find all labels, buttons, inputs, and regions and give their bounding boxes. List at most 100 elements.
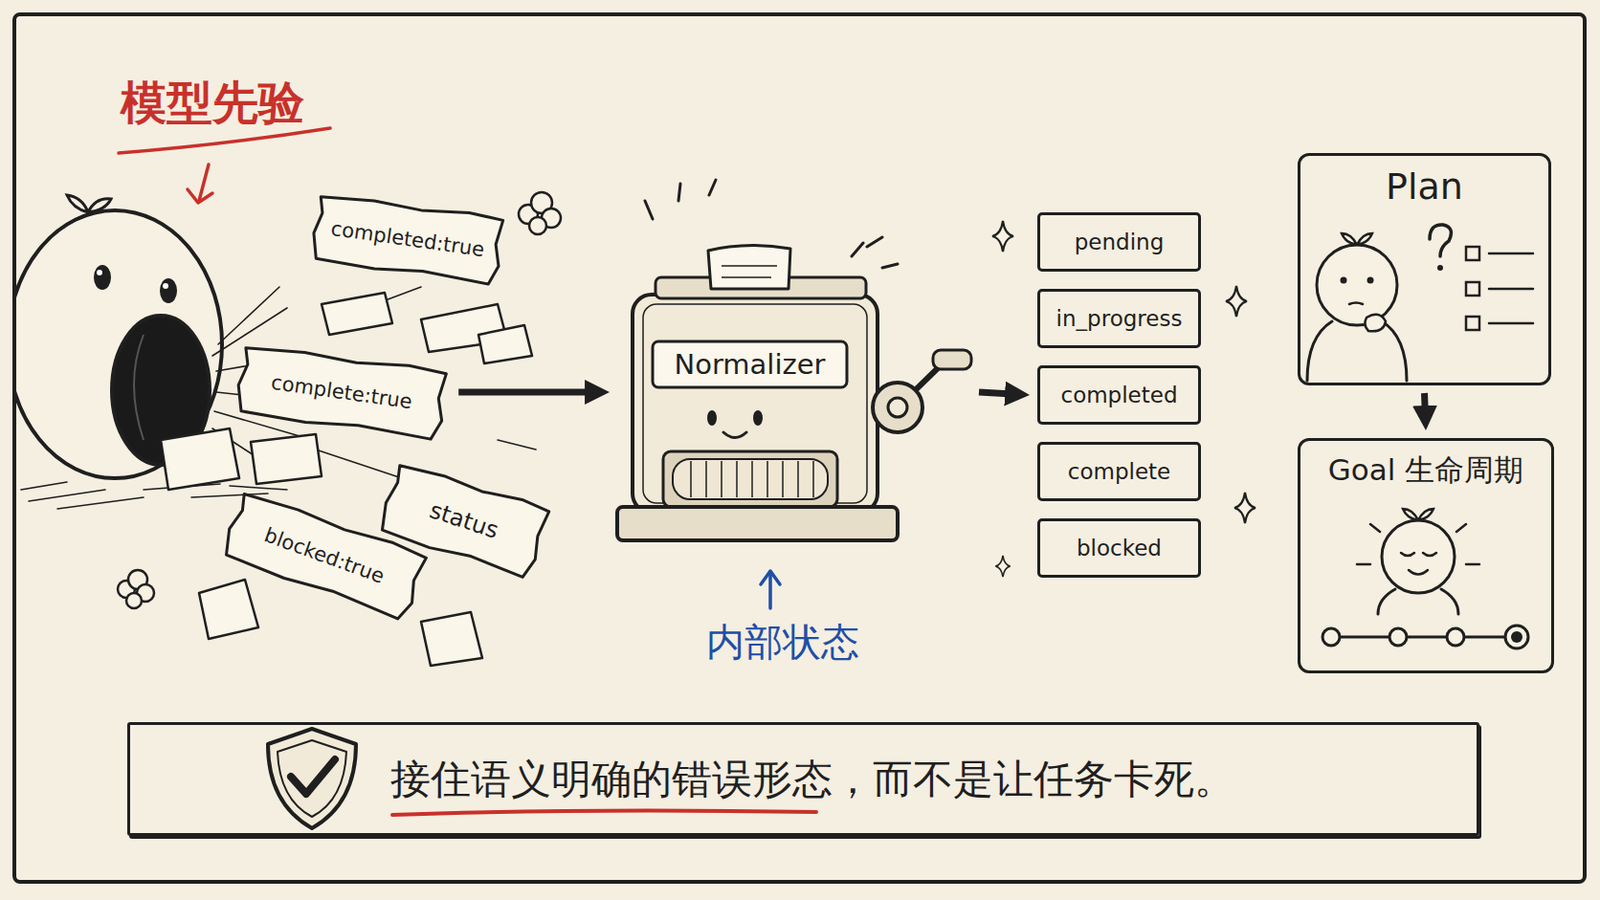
lifecycle-timeline-part xyxy=(1511,631,1523,644)
content-character-part xyxy=(1441,589,1459,615)
normalizer-machine-part xyxy=(690,461,814,498)
ground-hatching-part xyxy=(28,489,106,502)
sparkle-part xyxy=(995,555,1010,578)
state-label: 内部状态 xyxy=(706,616,860,669)
paper-scraps-part xyxy=(421,612,483,667)
machine-text: Normalizer xyxy=(652,341,847,388)
checklist-part xyxy=(1488,252,1534,256)
model-character-part xyxy=(133,334,144,441)
checklist xyxy=(1466,246,1534,331)
content-character-part xyxy=(1400,553,1437,556)
normalizer-machine-part xyxy=(708,244,791,289)
lifecycle-timeline-part xyxy=(1505,625,1529,649)
thinking-character-part xyxy=(1367,277,1375,285)
status-box: completed xyxy=(1037,365,1201,425)
dust-puff-part xyxy=(529,217,547,235)
lifecycle-timeline xyxy=(1322,625,1529,649)
normalizer-machine-part xyxy=(721,266,778,278)
sparkle-part xyxy=(1234,492,1256,524)
model-character-part xyxy=(159,278,178,304)
prior-pointer-part xyxy=(118,128,331,154)
lifecycle-timeline-part xyxy=(1446,628,1465,646)
thinking-character-part xyxy=(1381,321,1407,381)
flow-arrow xyxy=(978,392,1017,395)
takeaway-banner: 接住语义明确的错误形态，而不是让任务卡死。 xyxy=(127,722,1480,837)
checklist-part xyxy=(1488,288,1534,291)
normalizer-machine-part xyxy=(888,398,908,418)
content-character xyxy=(1356,509,1480,615)
thinking-character xyxy=(1307,224,1451,381)
checklist-part xyxy=(1466,282,1480,296)
status-box: complete xyxy=(1037,442,1201,502)
speed-lines-part xyxy=(497,440,536,450)
paper-scraps-part xyxy=(199,579,259,640)
normalizer-machine-part xyxy=(723,432,747,439)
state-text: completed xyxy=(1060,382,1178,408)
thinking-character-part xyxy=(1429,224,1451,257)
status-box: pending xyxy=(1037,212,1201,272)
paper-outline-shape xyxy=(310,191,506,286)
model-character-part xyxy=(162,283,169,289)
state-text: in_progress xyxy=(1056,306,1183,332)
shield-check-part xyxy=(267,729,356,829)
shield-check-part xyxy=(277,740,347,818)
thinking-character-part xyxy=(1364,314,1386,332)
dust-puff-part xyxy=(126,593,142,609)
checklist-part xyxy=(1466,316,1480,331)
ground-hatching-part xyxy=(229,486,288,490)
model-character-part xyxy=(66,195,112,213)
checklist-part xyxy=(1466,246,1480,261)
checklist-part xyxy=(1488,322,1534,326)
status-box: in_progress xyxy=(1037,288,1201,349)
sparkle-part xyxy=(1225,286,1247,317)
state-pointer xyxy=(760,571,780,609)
paper-note: completed:true xyxy=(308,190,508,288)
normalizer-machine-part xyxy=(672,459,828,500)
paper-note: complete:true xyxy=(232,341,451,444)
content-character-part xyxy=(1377,589,1396,615)
panel-text: Goal 生命周期 xyxy=(1300,441,1552,491)
shield-check-part xyxy=(290,759,335,795)
content-character-part xyxy=(1356,524,1480,565)
prior-label: 模型先验 xyxy=(120,72,305,134)
lifecycle-timeline-part xyxy=(1389,628,1407,646)
content-character-part xyxy=(1402,509,1434,521)
page-frame xyxy=(14,14,1585,883)
lifecycle-timeline-part xyxy=(1331,636,1517,640)
thinking-character-part xyxy=(1316,244,1398,326)
normalizer-machine-part xyxy=(632,294,878,513)
sparkle-part xyxy=(992,221,1014,252)
sparkle xyxy=(992,221,1256,578)
banner-text: 接住语义明确的错误形态，而不是让任务卡死。 xyxy=(390,753,1235,807)
emphasis-underline xyxy=(392,811,817,816)
lifecycle-timeline-part xyxy=(1322,628,1340,646)
state-pointer-part xyxy=(768,572,773,609)
thinking-character-part xyxy=(1340,277,1348,285)
paper-scraps-part xyxy=(160,428,240,490)
prior-pointer xyxy=(118,128,331,203)
shield-check xyxy=(267,729,356,829)
model-character-part xyxy=(96,269,103,276)
thinking-character-part xyxy=(1437,265,1444,271)
normalizer-machine-part xyxy=(652,341,847,388)
normalizer-machine-part xyxy=(663,451,838,508)
paper-scraps xyxy=(160,292,533,667)
paper-outline-shape xyxy=(234,342,449,442)
state-text: complete xyxy=(1067,459,1171,485)
content-character-part xyxy=(1381,520,1455,594)
normalizer-machine: Normalizer xyxy=(617,239,972,546)
ground-hatching-part xyxy=(57,497,144,510)
paper-outline-shape xyxy=(220,488,430,623)
flow-arrow xyxy=(1421,393,1429,418)
state-pointer-part xyxy=(760,571,780,585)
plan-panel: Plan xyxy=(1297,153,1552,386)
ground-hatching-part xyxy=(21,482,67,490)
prior-pointer-part xyxy=(187,189,213,203)
paper-scraps-part xyxy=(478,325,533,364)
status-box: blocked xyxy=(1037,518,1201,578)
normalizer-machine-part xyxy=(933,350,972,370)
flow-arrow xyxy=(458,389,597,397)
thinking-character-part xyxy=(1341,233,1373,245)
paper-scraps-part xyxy=(250,434,322,485)
